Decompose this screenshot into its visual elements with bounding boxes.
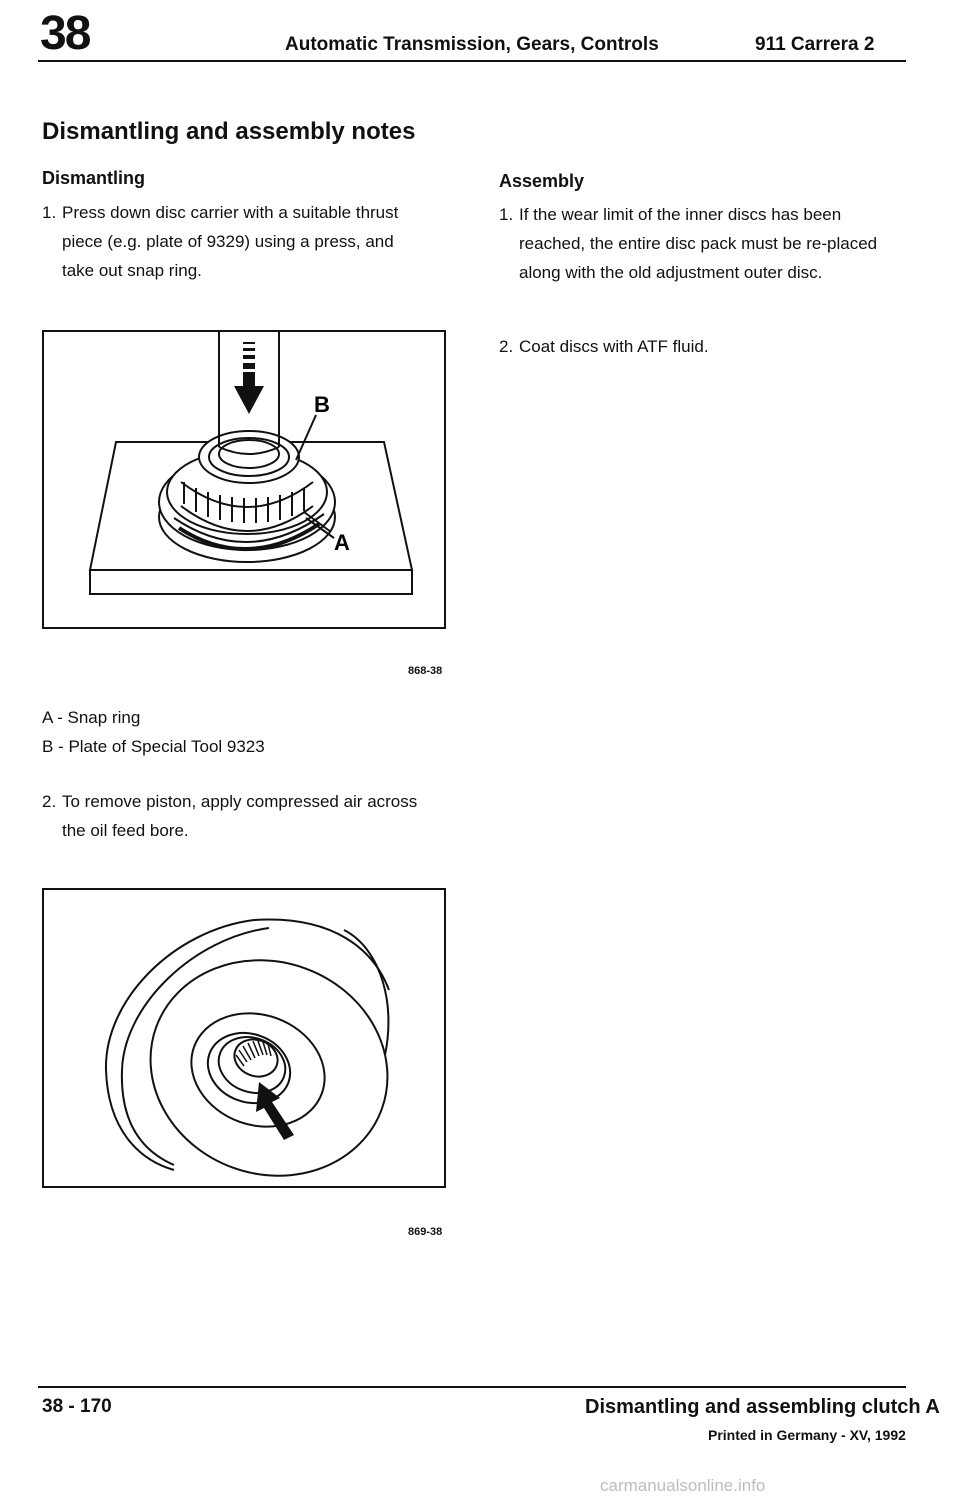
- print-info: Printed in Germany - XV, 1992: [708, 1427, 906, 1443]
- figure-snap-ring: B A: [42, 330, 446, 629]
- dismantling-step-2: 2. To remove piston, apply compressed ai…: [42, 787, 422, 845]
- figure-code-1: 868-38: [408, 665, 443, 677]
- header-title: Automatic Transmission, Gears, Controls: [285, 34, 659, 55]
- figure-label-a: A: [334, 530, 350, 555]
- page-number: 38 - 170: [42, 1396, 112, 1417]
- assembly-step-1: 1. If the wear limit of the inner discs …: [499, 200, 899, 287]
- dismantling-heading: Dismantling: [42, 168, 146, 188]
- step-number: 2.: [499, 337, 514, 356]
- footer-rule: [38, 1386, 906, 1388]
- footer-title: Dismantling and assembling clutch A: [585, 1396, 940, 1418]
- step-text: If the wear limit of the inner discs has…: [519, 205, 878, 282]
- header-rule: [38, 60, 906, 62]
- watermark: carmanualsonline.info: [600, 1476, 766, 1495]
- figure-piston-drawing: [104, 918, 390, 1177]
- step-text: Press down disc carrier with a suitable …: [62, 203, 399, 280]
- step-number: 2.: [42, 792, 57, 811]
- step-number: 1.: [499, 205, 514, 224]
- assembly-heading: Assembly: [499, 171, 585, 191]
- dismantling-step-1: 1. Press down disc carrier with a suitab…: [42, 198, 422, 285]
- section-title: Dismantling and assembly notes: [42, 118, 416, 145]
- assembly-step-2: 2. Coat discs with ATF fluid.: [499, 332, 899, 361]
- step-text: Coat discs with ATF fluid.: [519, 337, 709, 356]
- chapter-number: 38: [40, 7, 91, 60]
- figure-code-2: 869-38: [408, 1226, 443, 1238]
- figure-snap-ring-drawing: B A: [88, 332, 414, 595]
- step-number: 1.: [42, 203, 57, 222]
- legend-item-a: A - Snap ring: [42, 708, 141, 727]
- legend-item-b: B - Plate of Special Tool 9323: [42, 737, 265, 756]
- figure-piston: [42, 888, 446, 1188]
- step-text: To remove piston, apply compressed air a…: [62, 792, 418, 840]
- header-model: 911 Carrera 2: [755, 34, 875, 55]
- figure-label-b: B: [314, 392, 330, 417]
